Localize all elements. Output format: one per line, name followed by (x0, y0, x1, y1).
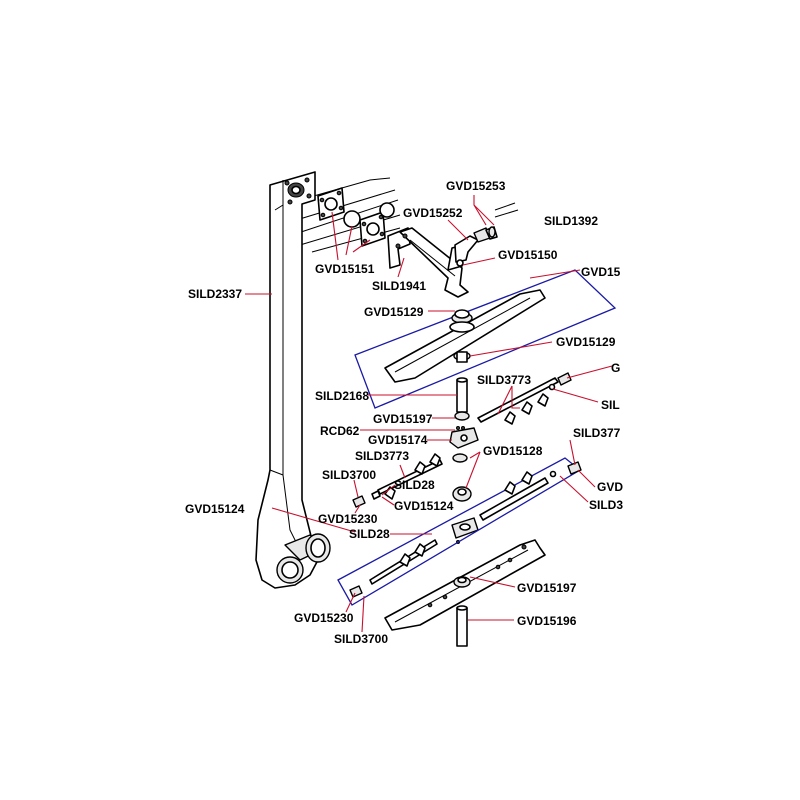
label-gvd15129-a: GVD15129 (364, 305, 424, 319)
label-sild28-b: SILD28 (349, 527, 390, 541)
label-gvd15128: GVD15128 (483, 444, 543, 458)
label-gvd15-top: GVD15 (581, 265, 621, 279)
label-sild1392: SILD1392 (544, 214, 598, 228)
label-sild2168: SILD2168 (315, 389, 369, 403)
label-sild3700-a: SILD3700 (322, 468, 376, 482)
upper-rod-set (477, 372, 572, 425)
label-gvd15230-b: GVD15230 (294, 611, 354, 625)
leader-lines (245, 195, 613, 633)
label-sild3700-b: SILD3700 (334, 632, 388, 646)
label-sild3773-b: SILD3773 (355, 449, 409, 463)
label-sild2337: SILD2337 (188, 287, 242, 301)
label-gvd15196: GVD15196 (517, 614, 577, 628)
label-gvd15252: GVD15252 (403, 206, 463, 220)
label-sild-right: SIL (601, 398, 620, 412)
label-gvd-right: GVD (597, 480, 623, 494)
middle-hub (451, 486, 479, 544)
label-gvd15197-b: GVD15197 (517, 581, 577, 595)
label-gvd15197-a: GVD15197 (373, 412, 433, 426)
lower-spray-arm (337, 457, 582, 606)
label-gvd15150: GVD15150 (498, 248, 558, 262)
label-gvd15124-b: GVD15124 (394, 499, 454, 513)
square-gaskets (317, 187, 395, 247)
label-rcd62: RCD62 (320, 424, 360, 438)
elbow-fittings (454, 226, 498, 267)
vertical-duct (255, 171, 331, 589)
bottom-spray-plate (384, 539, 546, 647)
upper-spray-arm (354, 269, 617, 409)
label-gvd15124-a: GVD15124 (185, 502, 245, 516)
label-gvd15230-a: GVD15230 (318, 512, 378, 526)
label-sild377-right: SILD377 (573, 426, 621, 440)
label-gvd15174: GVD15174 (368, 433, 428, 447)
label-sild3-right: SILD3 (589, 498, 623, 512)
label-gvd15151: GVD15151 (315, 262, 375, 276)
label-gvd15253: GVD15253 (446, 179, 506, 193)
part-labels: GVD15253 GVD15252 SILD1392 GVD15150 GVD1… (185, 179, 623, 646)
label-sild1941: SILD1941 (372, 279, 426, 293)
label-g-right: G (611, 361, 620, 375)
label-sild3773-a: SILD3773 (477, 373, 531, 387)
label-gvd15129-b: GVD15129 (556, 335, 616, 349)
label-sild28-a: SILD28 (394, 478, 435, 492)
central-tube (449, 377, 479, 463)
